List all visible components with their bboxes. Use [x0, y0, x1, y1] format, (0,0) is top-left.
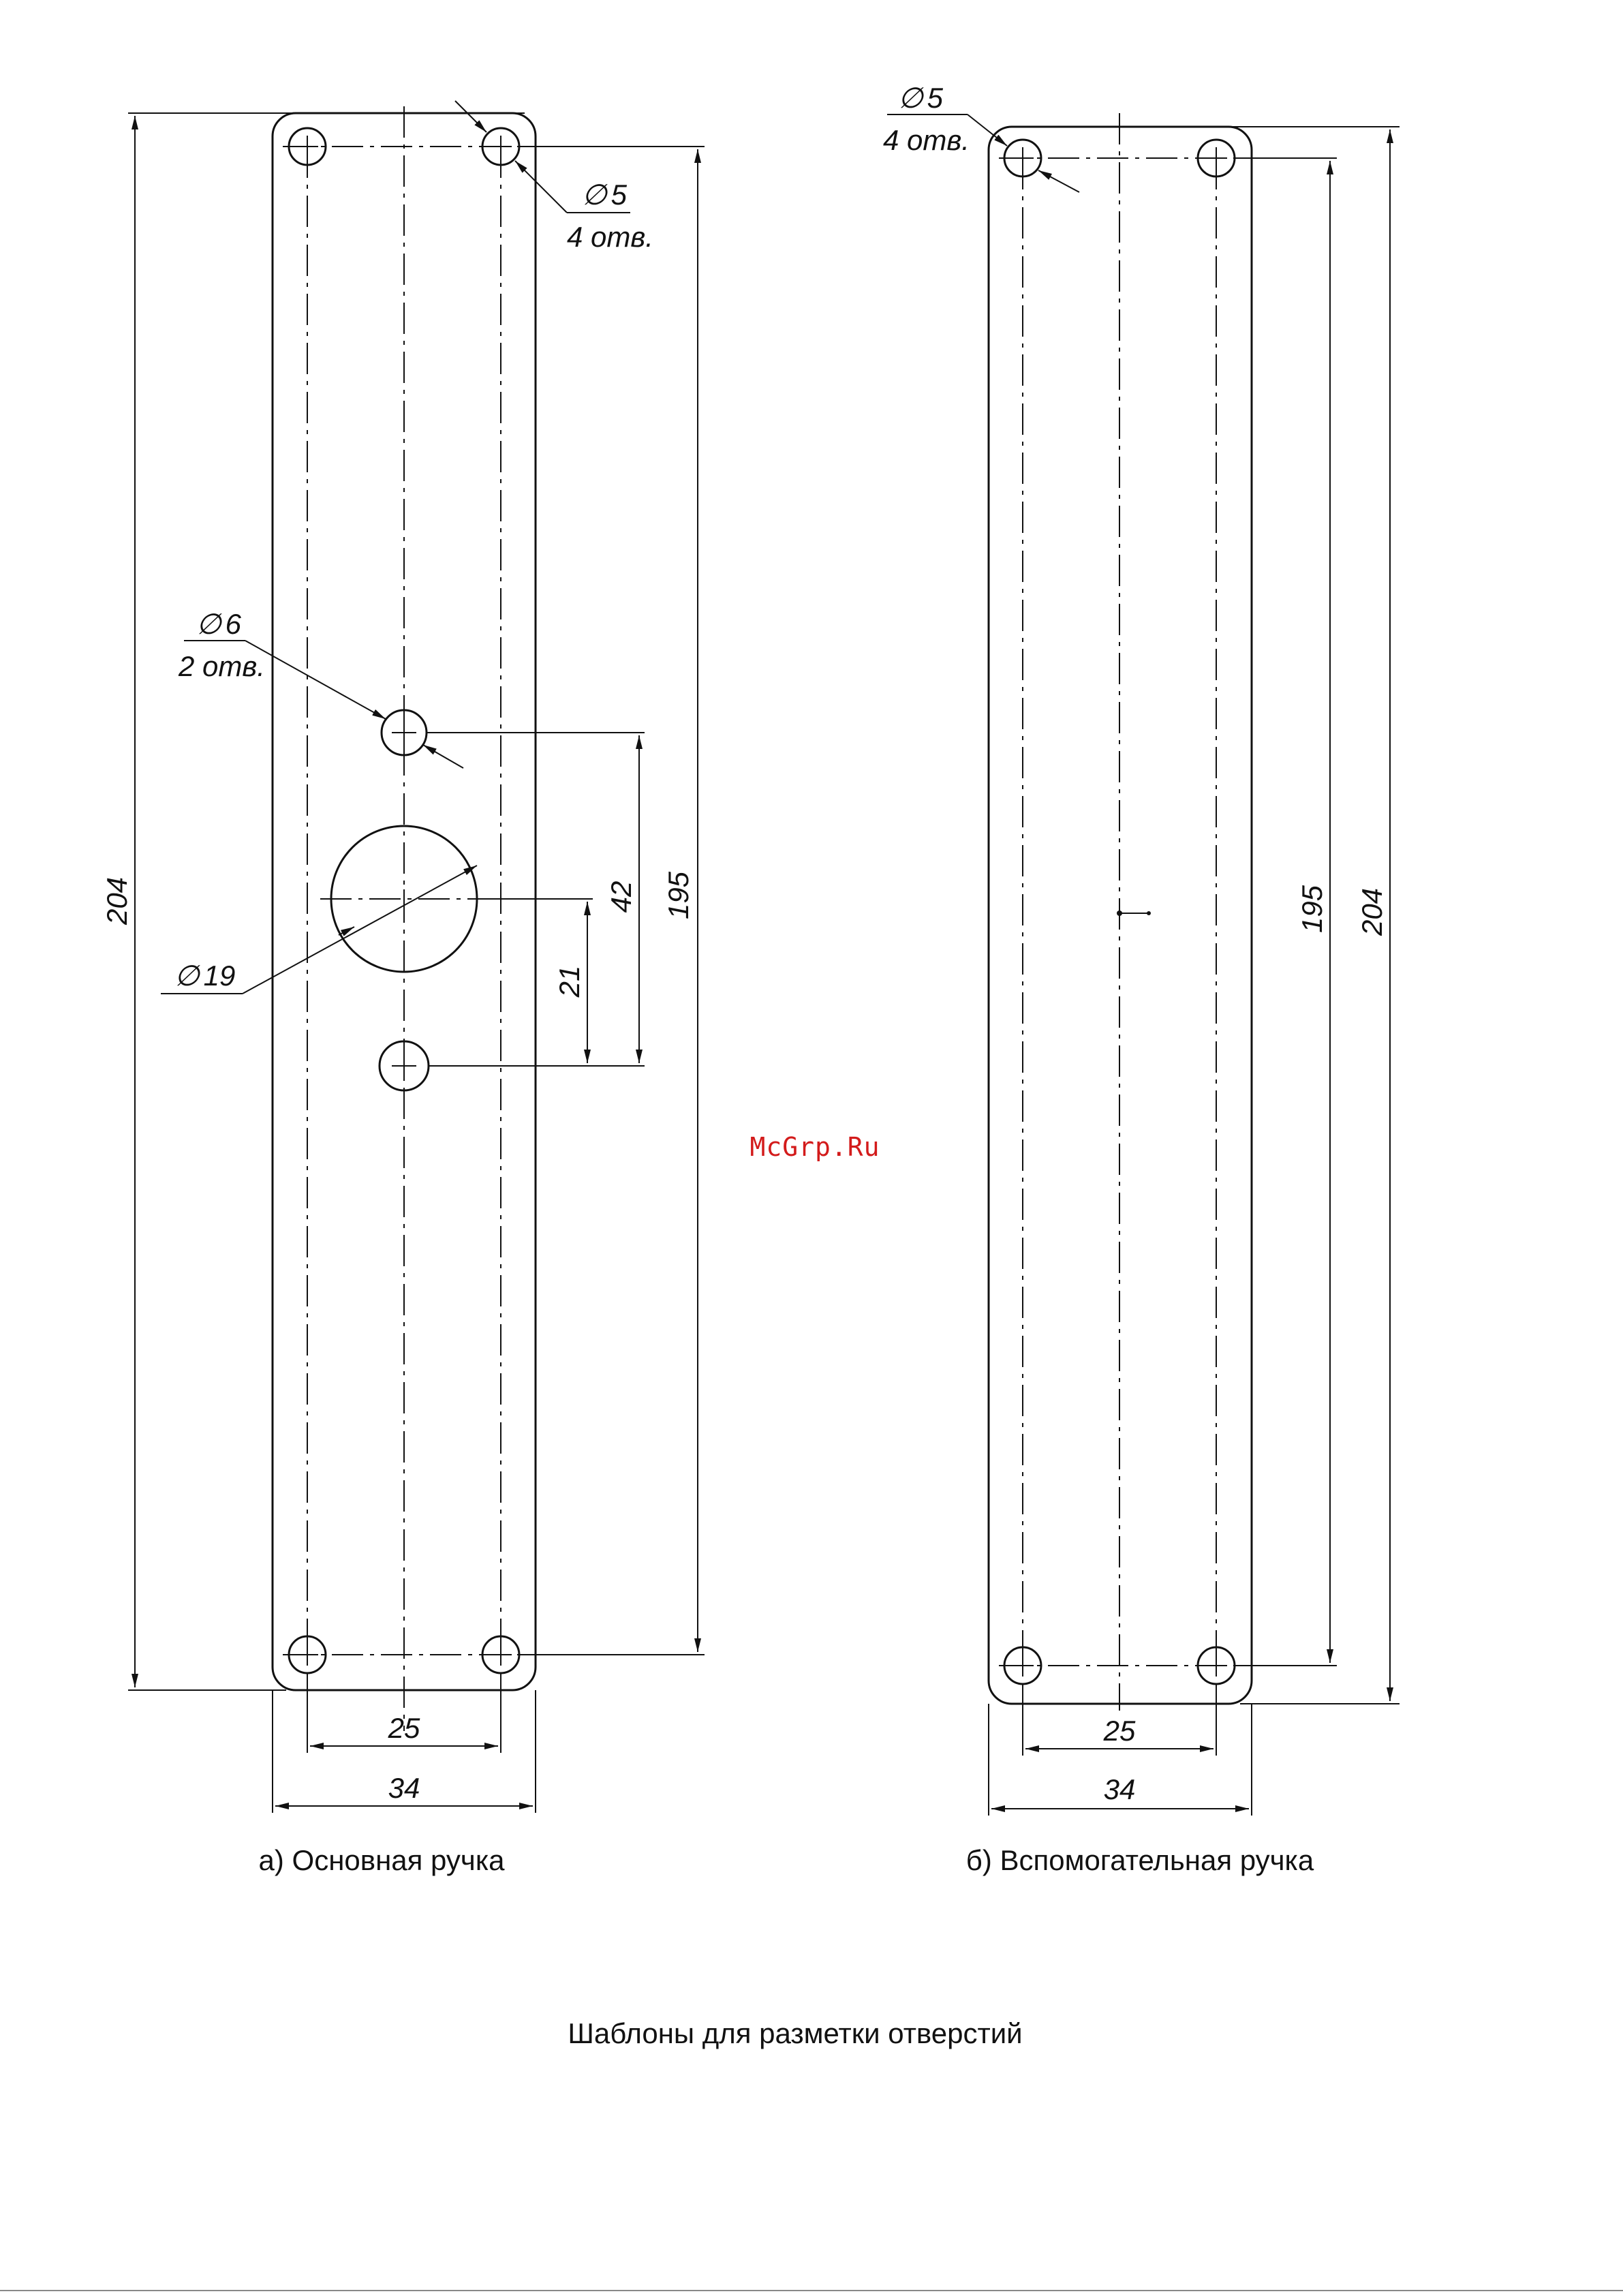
page-bottom-rule	[0, 2290, 1623, 2291]
aux-dim-25-label: 25	[1103, 1715, 1136, 1747]
main-dim-195-label: 195	[662, 871, 694, 919]
main-d5-label: ∅5	[582, 179, 628, 211]
figure-title: Шаблоны для разметки отверстий	[568, 2017, 1022, 2049]
main-dim-21-label: 21	[553, 966, 585, 998]
aux-leader-d5: ∅5 4 отв.	[883, 82, 1079, 192]
main-dim-42-label: 42	[605, 881, 637, 913]
main-dim-25-label: 25	[388, 1712, 420, 1744]
main-dim-34-label: 34	[388, 1772, 420, 1804]
main-d6-label: ∅6	[196, 608, 242, 640]
aux-handle-caption: б) Вспомогательная ручка	[966, 1844, 1314, 1876]
main-leader-d6: ∅6 2 отв.	[178, 608, 463, 768]
aux-handle-template: ∅5 4 отв. 195 204 25	[883, 82, 1400, 1876]
aux-dim-195-label: 195	[1296, 885, 1328, 933]
aux-dim-34-label: 34	[1104, 1773, 1136, 1805]
main-handle-caption: а) Основная ручка	[259, 1844, 506, 1876]
aux-dim-204-label: 204	[1356, 888, 1388, 936]
aux-dim-195: 195	[1235, 158, 1337, 1666]
main-leader-d5: ∅5 4 отв.	[455, 101, 653, 253]
main-handle-template: ∅5 4 отв. ∅6 2 отв. ∅19	[101, 101, 705, 1876]
main-dim-34: 34	[273, 1690, 536, 1813]
main-hole-19	[320, 826, 491, 972]
aux-d5-label: ∅5	[898, 82, 944, 114]
main-dim-204-label: 204	[101, 877, 133, 925]
aux-center-marker	[1117, 910, 1151, 916]
main-leader-d19: ∅19	[161, 866, 477, 994]
main-dim-204: 204	[101, 113, 525, 1690]
main-d5-count: 4 отв.	[567, 221, 653, 253]
aux-d5-count: 4 отв.	[883, 124, 970, 156]
main-d6-count: 2 отв.	[178, 650, 265, 682]
watermark: McGrp.Ru	[749, 1132, 880, 1162]
main-d19-label: ∅19	[174, 960, 235, 992]
